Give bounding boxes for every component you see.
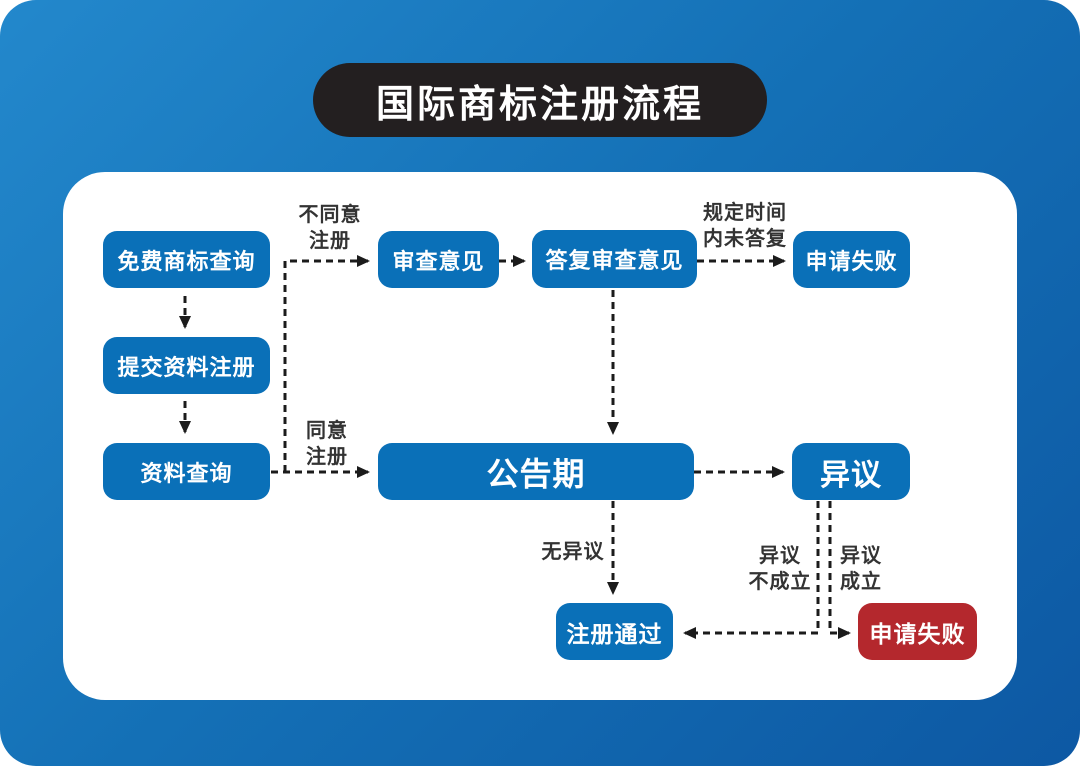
node-data-search: 资料查询 bbox=[103, 443, 270, 500]
node-application-failed-bottom: 申请失败 bbox=[858, 603, 977, 660]
edge-label-objection-rejected: 异议 不成立 bbox=[748, 545, 812, 593]
edge-label-agree-registration: 同意 注册 bbox=[306, 420, 348, 468]
node-objection: 异议 bbox=[792, 443, 910, 500]
edge-label-no-objection: 无异议 bbox=[541, 541, 605, 563]
edge-label-objection-upheld: 异议 成立 bbox=[840, 545, 882, 593]
node-registration-passed: 注册通过 bbox=[556, 603, 673, 660]
page-title: 国际商标注册流程 bbox=[313, 63, 767, 137]
page-title-text: 国际商标注册流程 bbox=[375, 83, 704, 126]
node-reply-examination-opinion: 答复审查意见 bbox=[532, 230, 697, 288]
node-examination-opinion: 审查意见 bbox=[378, 231, 499, 288]
node-submit-registration: 提交资料注册 bbox=[103, 337, 270, 394]
edge-label-disagree-registration: 不同意 注册 bbox=[298, 204, 362, 252]
node-free-trademark-search: 免费商标查询 bbox=[103, 231, 270, 288]
node-application-failed-top: 申请失败 bbox=[793, 231, 910, 288]
edge-label-no-reply-in-time: 规定时间 内未答复 bbox=[703, 202, 787, 250]
node-announcement-period: 公告期 bbox=[378, 443, 694, 500]
